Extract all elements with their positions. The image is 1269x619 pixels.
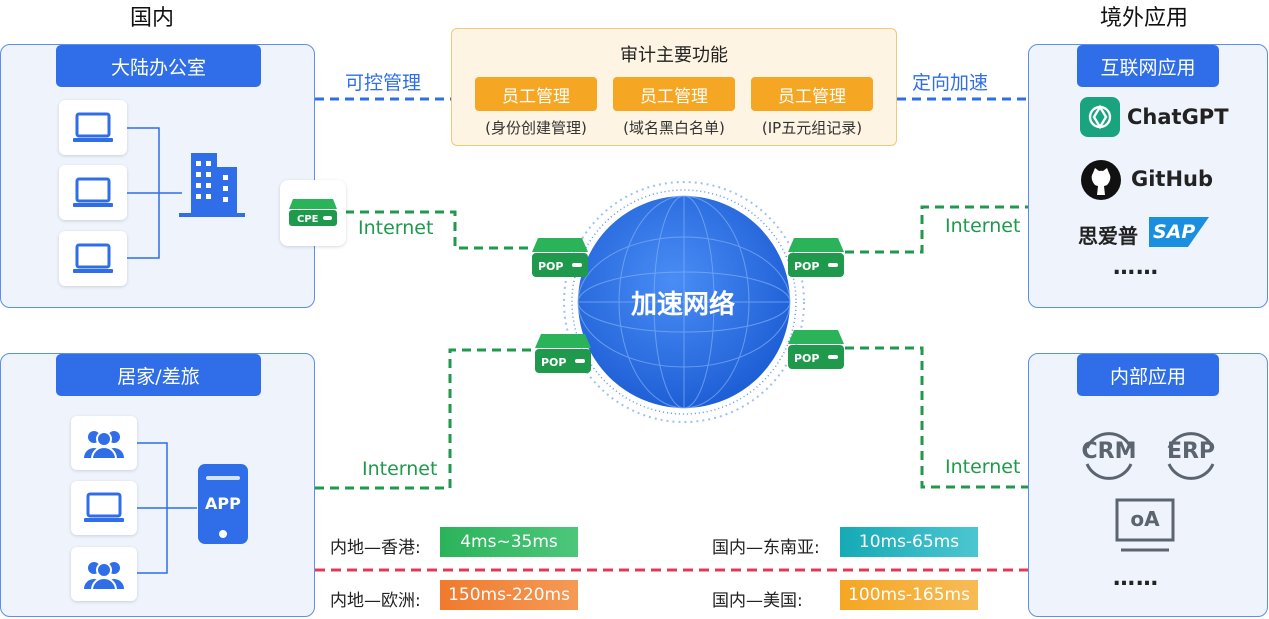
mobile-app-icon: APP bbox=[198, 464, 248, 544]
laptop-icon bbox=[73, 177, 113, 207]
oa-label: oA bbox=[1130, 507, 1160, 531]
latency-label-hk: 内地—香港: bbox=[330, 538, 421, 558]
audit-box: 审计主要功能 员工管理 员工管理 员工管理 (身份创建管理) (域名黑白名单) … bbox=[451, 28, 897, 146]
network-center-label: 加速网络 bbox=[630, 290, 735, 320]
globe-icon bbox=[563, 181, 805, 423]
home-users-2 bbox=[71, 547, 137, 601]
oa-icon bbox=[1115, 498, 1175, 552]
cpe-device: CPE bbox=[280, 180, 346, 246]
audit-title: 审计主要功能 bbox=[620, 45, 728, 66]
pop-node-3: POP bbox=[535, 334, 591, 373]
laptop-icon bbox=[84, 492, 124, 522]
pop-label: POP bbox=[794, 260, 819, 273]
internet-apps-header: 互联网应用 bbox=[1077, 45, 1219, 87]
erp-label: ERP bbox=[1166, 439, 1216, 464]
users-icon bbox=[84, 431, 124, 460]
home-panel-header: 居家/差旅 bbox=[56, 354, 261, 396]
home-users-1 bbox=[71, 416, 137, 470]
audit-item-2-sub: (域名黑白名单) bbox=[623, 119, 725, 137]
latency-badge-us: 100ms-165ms bbox=[840, 580, 978, 610]
office-panel-header: 大陆办公室 bbox=[56, 45, 261, 87]
pop-label: POP bbox=[794, 352, 819, 365]
internal-apps-line bbox=[845, 346, 1028, 489]
pop-node-2: POP bbox=[788, 238, 844, 277]
audit-item-3-sub: (IP五元组记录) bbox=[761, 119, 863, 137]
latency-badge-sea: 10ms-65ms bbox=[840, 527, 978, 557]
directed-link-label: 定向加速 bbox=[912, 72, 989, 94]
office-laptop-1 bbox=[59, 100, 127, 155]
pop-label: POP bbox=[538, 260, 563, 273]
cpe-internet-label: Internet bbox=[358, 217, 434, 239]
overseas-title: 境外应用 bbox=[1100, 6, 1189, 31]
apps-internet-label: Internet bbox=[945, 215, 1021, 237]
office-connector bbox=[127, 127, 182, 259]
office-laptop-2 bbox=[59, 165, 127, 220]
chatgpt-icon bbox=[1080, 97, 1120, 137]
office-laptop-3 bbox=[59, 231, 127, 286]
building-icon bbox=[179, 153, 245, 217]
sap-chinese-name: 思爱普 bbox=[1078, 224, 1138, 248]
internal-apps-panel: 内部应用 CRM ERP oA …… bbox=[1028, 353, 1268, 617]
pop-node-4: POP bbox=[788, 330, 844, 369]
internal-apps-header: 内部应用 bbox=[1077, 354, 1219, 396]
home-internet-line bbox=[315, 348, 535, 490]
home-internet-label: Internet bbox=[362, 458, 438, 480]
internet-apps-more: …… bbox=[1113, 255, 1159, 280]
audit-item-1: 员工管理 bbox=[475, 77, 597, 111]
domestic-title: 国内 bbox=[130, 6, 175, 31]
latency-badge-hk: 4ms~35ms bbox=[440, 527, 578, 557]
audit-item-3: 员工管理 bbox=[751, 77, 873, 111]
latency-badge-eu: 150ms-220ms bbox=[440, 580, 578, 610]
chatgpt-name: ChatGPT bbox=[1127, 105, 1229, 129]
office-panel: 大陆办公室 bbox=[0, 44, 315, 308]
latency-label-sea: 国内—东南亚: bbox=[712, 538, 820, 558]
home-connector bbox=[137, 442, 197, 574]
sap-logo: SAP bbox=[1149, 217, 1209, 247]
laptop-icon bbox=[73, 112, 113, 142]
laptop-icon bbox=[73, 243, 113, 273]
internal-apps-more: …… bbox=[1113, 566, 1159, 591]
crm-label: CRM bbox=[1081, 439, 1137, 464]
crm-icon bbox=[1085, 432, 1133, 480]
cpe-label: CPE bbox=[297, 214, 319, 225]
controlled-link-label: 可控管理 bbox=[345, 72, 422, 94]
latency-label-eu: 内地—欧洲: bbox=[330, 591, 421, 611]
github-name: GitHub bbox=[1131, 167, 1214, 191]
pop-node-1: POP bbox=[532, 238, 588, 277]
github-icon bbox=[1081, 160, 1121, 200]
internet-apps-panel: 互联网应用 ChatGPT GitHub 思爱普 SAP …… bbox=[1028, 44, 1268, 308]
internet-apps-line bbox=[845, 205, 1028, 254]
home-panel: 居家/差旅 APP bbox=[0, 353, 315, 617]
users-icon bbox=[84, 562, 124, 591]
cpe-router-icon: CPE bbox=[289, 199, 337, 226]
audit-item-2: 员工管理 bbox=[613, 77, 735, 111]
pop-label: POP bbox=[541, 356, 566, 369]
app-label: APP bbox=[205, 494, 241, 513]
home-laptop bbox=[71, 481, 137, 535]
audit-item-1-sub: (身份创建管理) bbox=[485, 119, 587, 137]
cpe-internet-line bbox=[345, 210, 532, 250]
internal-internet-label: Internet bbox=[945, 456, 1021, 478]
latency-label-us: 国内—美国: bbox=[712, 591, 803, 611]
erp-icon bbox=[1167, 432, 1215, 480]
